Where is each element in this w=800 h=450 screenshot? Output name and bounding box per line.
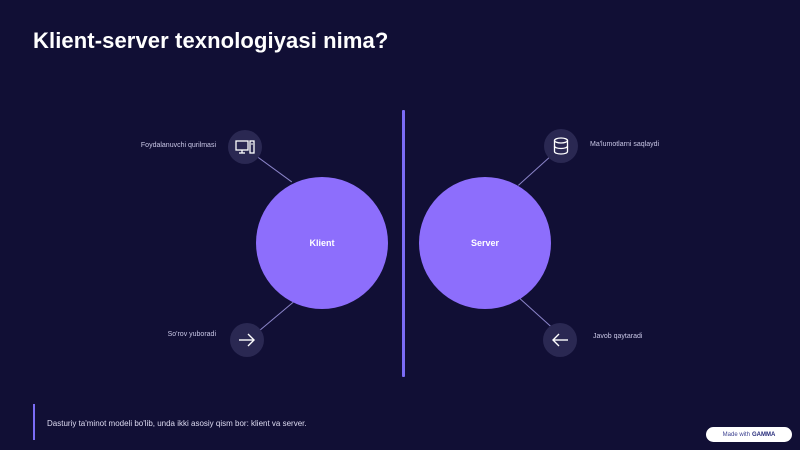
center-divider xyxy=(402,110,405,377)
node-label-returns-response: Javob qaytaradi xyxy=(593,333,643,340)
client-label: Klient xyxy=(309,238,335,248)
desktop-icon xyxy=(235,140,255,154)
connector-bottom-left xyxy=(257,301,294,333)
arrow-right-icon-node xyxy=(230,323,264,357)
desktop-icon-node xyxy=(228,130,262,164)
footer-text: Dasturiy ta'minot modeli bo'lib, unda ik… xyxy=(47,419,307,428)
arrow-left-icon xyxy=(552,333,568,347)
database-icon xyxy=(553,137,569,155)
node-label-user-device: Foydalanuvchi qurilmasi xyxy=(140,142,216,149)
database-icon-node xyxy=(544,129,578,163)
server-circle: Server xyxy=(419,177,551,309)
badge-brand: GAMMA xyxy=(752,431,776,438)
made-with-gamma-badge[interactable]: Made with GAMMA xyxy=(706,427,792,442)
footer-accent-bar xyxy=(33,404,35,440)
arrow-right-icon xyxy=(239,333,255,347)
badge-prefix: Made with xyxy=(722,431,750,438)
node-label-stores-data: Ma'lumotlarni saqlaydi xyxy=(590,141,660,148)
slide-title: Klient-server texnologiyasi nima? xyxy=(33,28,389,53)
arrow-left-icon-node xyxy=(543,323,577,357)
node-label-sends-request: So'rov yuboradi xyxy=(167,331,216,338)
server-label: Server xyxy=(470,238,500,248)
client-circle: Klient xyxy=(256,177,388,309)
